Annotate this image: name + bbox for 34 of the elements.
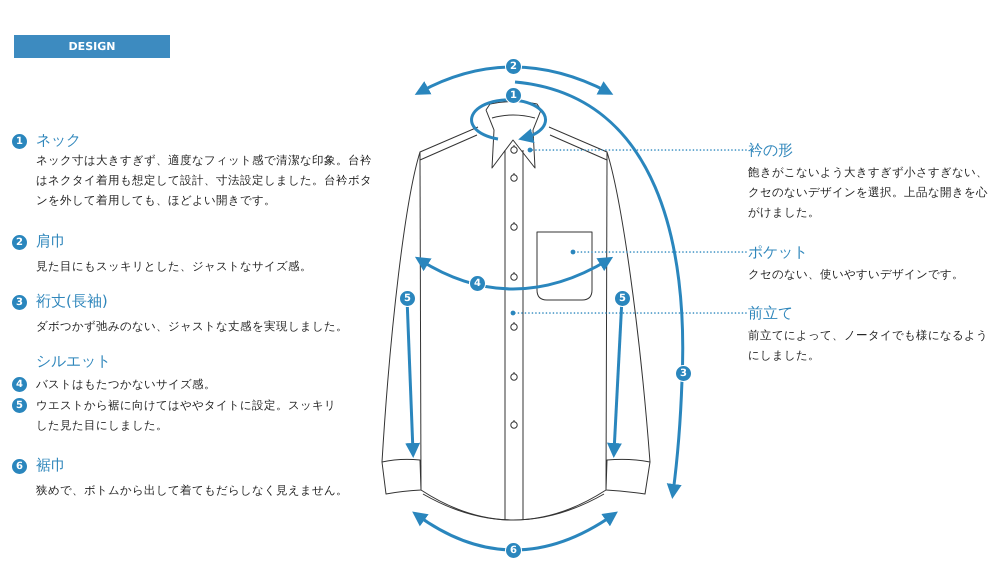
leader-line	[510, 310, 747, 316]
callout-number: 6	[12, 459, 27, 474]
description-text: ダボつかず弛みのない、ジャストな丈感を実現しました。	[36, 318, 349, 335]
description-text: ネック寸は大きすぎず、適度なフィット感で清潔な印象。台衿はネクタイ着用も想定して設計、寸法設定しました。台衿ボタンを外して着用しても、ほどよい開きです。	[36, 152, 373, 209]
callout-number: 2	[505, 58, 522, 75]
title-banner: DESIGN	[14, 35, 170, 58]
callout-number: 1	[12, 134, 27, 149]
callout-number: 1	[505, 87, 522, 104]
heading: シルエット	[36, 352, 111, 370]
heading: 前立て	[748, 303, 794, 323]
heading: 衿の形	[748, 140, 794, 160]
heading: 肩巾	[36, 232, 66, 250]
description-text: ウエストから裾に向けてはややタイトに設定。スッキリした見た目にしました。	[36, 397, 336, 434]
callout-number: 2	[12, 235, 27, 250]
leader-line	[528, 148, 747, 152]
callout-number: 5	[12, 398, 27, 413]
heading: ネック	[36, 131, 81, 149]
callout-number: 6	[505, 542, 522, 559]
callout-number: 4	[12, 377, 27, 392]
heading: 裾巾	[36, 456, 66, 474]
description-text: クセのない、使いやすいデザインです。	[748, 266, 965, 283]
callout-number: 4	[469, 275, 486, 292]
callout-number: 5	[399, 290, 416, 307]
callout-number: 5	[614, 290, 631, 307]
callout-number: 3	[12, 295, 27, 310]
callout-number: 3	[675, 365, 692, 382]
description-text: 狭めで、ボトムから出して着てもだらしなく見えません。	[36, 482, 349, 499]
description-text: 飽きがこないよう大きすぎず小さすぎない、クセのないデザインを選択。上品な開きを心がけました。	[748, 164, 989, 221]
leader-line	[570, 250, 747, 254]
description-text: 前立てによって、ノータイでも様になるようにしました。	[748, 327, 989, 364]
description-text: 見た目にもスッキリとした、ジャストなサイズ感。	[36, 258, 313, 275]
heading: 裄丈(長袖)	[36, 292, 108, 310]
description-text: バストはもたつかないサイズ感。	[36, 376, 217, 393]
heading: ポケット	[748, 242, 809, 262]
